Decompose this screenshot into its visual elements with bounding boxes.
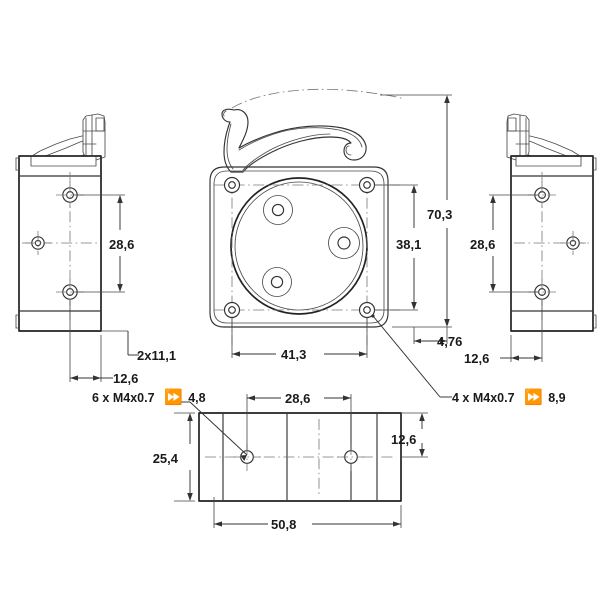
corner-hole-top-left — [223, 176, 241, 194]
left-view-hole-top — [56, 182, 84, 208]
dimension-right-12-6: 12,6 — [464, 300, 543, 366]
dimension-center-4-76: 4,76 — [413, 327, 462, 349]
callout-4x-prefix: 4 x M4x0.7 — [452, 391, 515, 405]
left-side-view: 28,6 2x11,1 12,6 — [15, 113, 176, 386]
dimension-center-4-76-label: 4,76 — [437, 334, 462, 349]
right-view-body-outline — [510, 155, 594, 332]
dimension-center-38-1-label: 38,1 — [396, 237, 421, 252]
face-hole-lower-left — [262, 267, 292, 297]
dimension-bottom-25-4: 25,4 — [153, 412, 195, 502]
callout-6x-depth: 4,8 — [188, 391, 205, 405]
dimension-center-70-3: 70,3 — [380, 94, 452, 328]
lever-plate-overlap — [242, 151, 273, 173]
center-front-view: 70,3 38,1 41,3 — [209, 88, 566, 406]
dimension-center-38-1: 38,1 — [374, 184, 421, 311]
callout-left-2x11-1: 2x11,1 — [101, 330, 176, 363]
callout-4x-depth: 8,9 — [548, 391, 565, 405]
dimension-bottom-12-6-label: 12,6 — [391, 432, 416, 447]
lever-handle — [221, 108, 367, 173]
dimension-left-28-6: 28,6 — [74, 194, 134, 293]
left-view-notch-ticks — [15, 157, 20, 329]
dimension-right-28-6-label: 28,6 — [470, 237, 495, 252]
callout-4x-m4: 4 x M4x0.7 ⏩ 8,9 — [371, 314, 566, 406]
lever-swing-arc — [231, 88, 405, 109]
dimension-bottom-28-6-label: 28,6 — [285, 391, 310, 406]
corner-hole-bottom-left — [223, 301, 241, 319]
dimension-bottom-50-8-label: 50,8 — [271, 517, 296, 532]
face-hole-right — [328, 227, 360, 259]
callout-4x-m4-label: 4 x M4x0.7 ⏩ 8,9 — [452, 388, 566, 406]
callout-6x-prefix: 6 x M4x0.7 — [92, 391, 155, 405]
right-view-hole-top — [528, 182, 556, 208]
dimension-bottom-25-4-label: 25,4 — [153, 451, 179, 466]
face-hole-upper-left — [263, 195, 293, 225]
dimension-center-41-3-label: 41,3 — [281, 347, 306, 362]
callout-left-2x11-1-label: 2x11,1 — [137, 348, 176, 363]
dimension-center-41-3: 41,3 — [231, 318, 368, 362]
bottom-base-view: 6 x M4x0.7 ⏩ 4,8 28,6 25,4 — [92, 388, 428, 532]
dimension-right-28-6: 28,6 — [470, 194, 538, 293]
callout-6x-m4: 6 x M4x0.7 ⏩ 4,8 — [92, 388, 248, 461]
dimension-left-12-6: 12,6 — [69, 300, 138, 386]
dimension-right-12-6-label: 12,6 — [464, 351, 489, 366]
dimension-left-28-6-label: 28,6 — [109, 237, 134, 252]
right-view-notch-bottom — [592, 314, 597, 329]
right-side-view: 28,6 12,6 — [464, 113, 597, 366]
corner-hole-bottom-right — [358, 301, 376, 319]
corner-hole-top-right — [358, 176, 376, 194]
left-view-hole-middle — [25, 231, 51, 255]
callout-6x-m4-label: 6 x M4x0.7 ⏩ 4,8 — [92, 388, 206, 406]
dimension-center-70-3-label: 70,3 — [427, 207, 452, 222]
right-view-hole-middle — [560, 231, 586, 255]
mounting-plate-outline — [209, 166, 389, 328]
right-view-notch-top — [592, 157, 597, 171]
dimension-bottom-28-6: 28,6 — [246, 391, 352, 450]
mounting-plate-inner-outline — [213, 170, 385, 324]
dimension-left-12-6-label: 12,6 — [113, 371, 138, 386]
dimension-bottom-12-6: 12,6 — [391, 412, 428, 458]
base-plate-outline — [198, 412, 402, 502]
dimension-bottom-50-8: 50,8 — [213, 497, 402, 532]
